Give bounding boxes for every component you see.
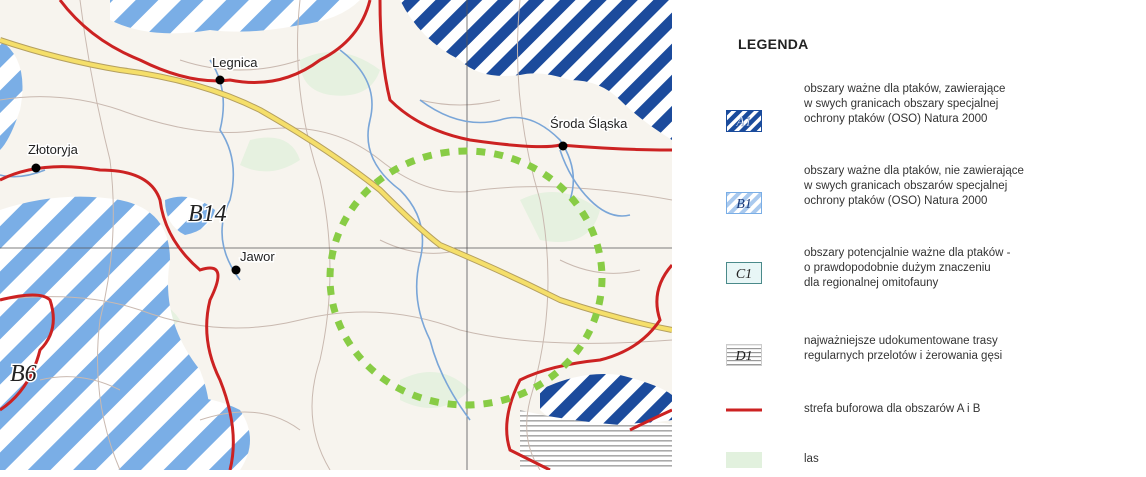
map-legend: LEGENDA A1 obszary ważne dla ptaków, zaw… xyxy=(700,0,1146,477)
city-markers xyxy=(31,75,568,275)
forest-areas xyxy=(120,52,600,408)
study-area-outline xyxy=(326,147,606,409)
svg-text:A1: A1 xyxy=(735,115,752,130)
legend-symbol-c1: C1 xyxy=(726,262,762,284)
city-dot-jawor xyxy=(231,265,241,275)
legend-text-d1: najważniejsze udokumentowane trasy regul… xyxy=(804,335,1003,362)
map-grid xyxy=(0,0,672,470)
legend-text-b1: obszary ważne dla ptaków, nie zawierając… xyxy=(804,165,1024,207)
city-dot-sroda-slaska xyxy=(558,141,568,151)
svg-text:B1: B1 xyxy=(736,197,752,212)
area-label-b14: B14 xyxy=(188,201,227,227)
main-road xyxy=(0,37,672,333)
city-label-legnica: Legnica xyxy=(212,55,258,70)
map-canvas: Legnica Złotoryja Jawor Środa Śląska B14… xyxy=(0,0,672,470)
svg-text:C1: C1 xyxy=(736,267,752,282)
legend-text-a1: obszary ważne dla ptaków, zawierające w … xyxy=(804,83,1006,125)
svg-text:D1: D1 xyxy=(734,349,752,364)
city-label-zlotoryja: Złotoryja xyxy=(28,142,79,157)
city-dot-zlotoryja xyxy=(31,163,41,173)
bird-area-B xyxy=(0,0,360,470)
city-labels: Legnica Złotoryja Jawor Środa Śląska xyxy=(27,54,630,266)
city-label-sroda-slaska: Środa Śląska xyxy=(550,116,628,131)
buffer-zones xyxy=(0,0,672,470)
legend-symbol-buffer xyxy=(726,408,762,412)
legend-text-buffer: strefa buforowa dla obszarów A i B xyxy=(804,403,981,415)
legend-text-c1: obszary potencjalnie ważne dla ptaków - … xyxy=(804,247,1011,289)
legend-symbol-a1: A1 xyxy=(726,110,762,132)
goose-routes-D xyxy=(520,410,672,470)
city-dot-legnica xyxy=(215,75,225,85)
bird-area-A xyxy=(400,0,672,429)
legend-text-forest: las xyxy=(804,453,819,465)
legend-symbol-forest xyxy=(726,452,762,468)
area-label-b6: B6 xyxy=(10,361,37,387)
city-label-jawor: Jawor xyxy=(240,249,275,264)
legend-symbol-d1: D1 xyxy=(726,344,762,366)
area-labels: B14 B6 xyxy=(9,200,229,389)
legend-symbol-b1: B1 xyxy=(726,192,762,214)
map-panel: Legnica Złotoryja Jawor Środa Śląska B14… xyxy=(0,0,672,470)
legend-title: LEGENDA xyxy=(738,36,809,52)
